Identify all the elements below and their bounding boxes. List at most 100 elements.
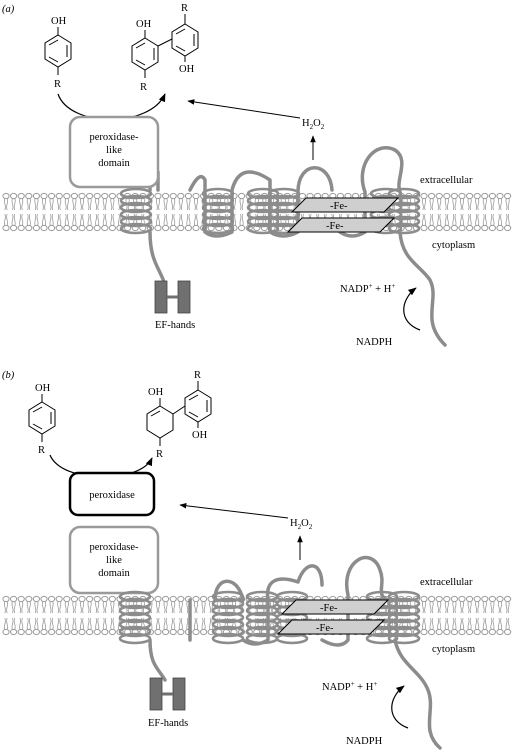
lipid-tail: [505, 601, 510, 614]
lipid-tail: [437, 617, 442, 630]
lipid-tail: [57, 213, 62, 226]
lipid-head: [488, 224, 496, 232]
lipid-tail: [95, 617, 100, 630]
helix-turn: [387, 597, 421, 610]
lipid-tail: [110, 198, 115, 211]
helix-turn: [387, 618, 421, 631]
dimer-r-bottom-label-b: R: [156, 449, 163, 460]
lipid-head: [86, 192, 94, 200]
lipid-tail: [171, 601, 176, 614]
nadph-oxidation-arrow-b: [391, 685, 409, 729]
peroxidase-like-line2-b: like: [106, 555, 122, 566]
lipid-head: [101, 595, 109, 603]
lipid-tail: [452, 617, 457, 630]
dimer-r-top-label-b: R: [194, 370, 201, 381]
helix-turn: [387, 208, 421, 221]
lipid-tail: [429, 617, 434, 630]
lipid-head: [32, 224, 41, 232]
lipid-head: [162, 628, 170, 636]
lipid-tail: [79, 198, 85, 211]
peroxidase-like-line2-a: like: [106, 145, 122, 156]
peroxidase-like-line3-a: domain: [98, 158, 130, 169]
lipid-tail: [475, 198, 480, 211]
lipid-head: [154, 224, 162, 232]
lipid-head: [25, 192, 33, 200]
oxidation-arc-arrow-a: [57, 93, 166, 120]
lipid-tail: [11, 213, 16, 226]
lipid-tail: [193, 601, 199, 614]
lipid-tail: [459, 213, 465, 226]
helix-turn: [201, 208, 235, 221]
lipid-head: [466, 628, 474, 636]
lipid-head: [466, 192, 474, 200]
lipid-head: [108, 595, 117, 603]
lipid-tail: [467, 198, 472, 211]
lipid-tail: [26, 198, 31, 211]
lipid-head: [2, 224, 10, 232]
lipid-head: [466, 224, 474, 232]
lipid-tail: [163, 198, 168, 211]
helix-turn: [118, 611, 152, 624]
lipid-tail: [87, 198, 92, 211]
helix-turn: [201, 187, 235, 200]
helix-turn: [211, 625, 245, 638]
lipid-head: [473, 192, 481, 200]
lipid-tail: [201, 601, 206, 614]
lipid-head: [169, 595, 177, 603]
lipid-head: [10, 595, 18, 603]
helix-turn: [267, 187, 301, 200]
lipid-tail: [64, 617, 69, 630]
helix-turn: [211, 611, 245, 624]
lipid-head: [200, 595, 208, 603]
lipid-head: [10, 628, 18, 636]
lipid-head: [169, 628, 177, 636]
lipid-tail: [444, 601, 449, 614]
lipid-head: [55, 628, 63, 636]
lipid-head: [78, 192, 86, 200]
lipid-tail: [437, 601, 442, 614]
lipid-tail: [163, 601, 168, 614]
lipid-tail: [171, 617, 176, 630]
lipid-tail: [79, 601, 85, 614]
lipid-head: [2, 628, 10, 636]
lipid-tail: [497, 617, 503, 630]
lipid-tail: [239, 213, 244, 226]
lipid-tail: [155, 617, 161, 630]
lipid-head: [192, 224, 200, 232]
lipid-tail: [505, 198, 510, 211]
helix-turn: [118, 590, 152, 603]
lipid-head: [63, 628, 71, 636]
lipid-head: [428, 224, 436, 232]
peroxidase-like-line1-b: peroxidase-: [90, 542, 139, 553]
lipid-head: [32, 595, 41, 603]
lipid-head: [192, 628, 200, 636]
lipid-head: [435, 224, 443, 232]
lipid-tail: [102, 213, 107, 226]
lipid-head: [86, 595, 94, 603]
lipid-tail: [72, 617, 77, 630]
lipid-head: [93, 224, 101, 232]
fe-bottom-label-a: -Fe-: [326, 221, 344, 232]
helix-turn: [267, 194, 301, 207]
lipid-tail: [49, 213, 54, 226]
lipid-head: [481, 628, 489, 636]
helix-turn: [119, 215, 153, 228]
lipid-tail: [79, 213, 85, 226]
lipid-head: [169, 224, 177, 232]
lipid-tail: [41, 213, 47, 226]
lipid-tail: [444, 198, 449, 211]
h2o2-label-a: H2O2: [302, 118, 325, 131]
lipid-tail: [475, 617, 480, 630]
helix-turn: [201, 201, 235, 214]
lipid-tail: [490, 601, 495, 614]
lipid-tail: [87, 617, 92, 630]
lipid-head: [162, 595, 170, 603]
lipid-head: [450, 192, 458, 200]
lipid-head: [458, 224, 466, 232]
ef-hand-1-b: [149, 677, 163, 711]
lipid-head: [504, 224, 512, 232]
lipid-tail: [459, 198, 465, 211]
lipid-tail: [421, 617, 427, 630]
helix-turn: [275, 590, 309, 603]
helix-turn: [387, 604, 421, 617]
